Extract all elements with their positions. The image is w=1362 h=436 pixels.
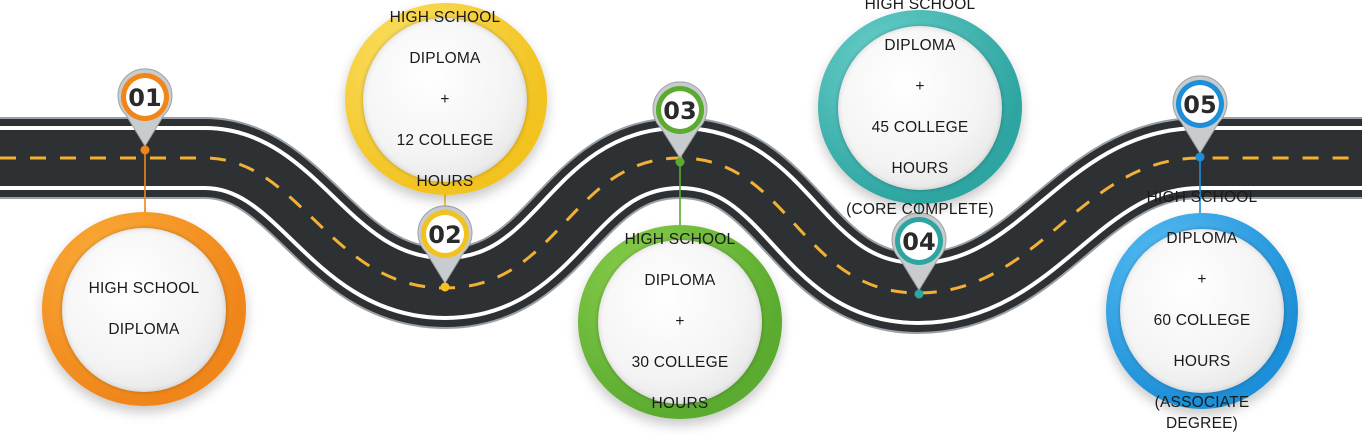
milestone-04-line-5: HOURS [891,160,949,178]
milestone-03-line-5: HOURS [651,394,709,412]
map-pins: 01 02 03 04 05 [117,68,1228,299]
road-dot-04 [914,289,924,299]
milestone-card-05: HIGH SCHOOL DIPLOMA + 60 COLLEGE HOURS (… [1120,189,1284,432]
map-pin-03: 03 [652,81,708,167]
milestone-circle-02: HIGH SCHOOL DIPLOMA + 12 COLLEGE HOURS [345,3,547,195]
milestone-text-05: HIGH SCHOOL DIPLOMA + 60 COLLEGE HOURS (… [1120,168,1284,436]
milestone-circle-03: HIGH SCHOOL DIPLOMA + 30 COLLEGE HOURS [578,225,782,419]
milestone-04-line-2: DIPLOMA [884,37,956,55]
pin-face [900,222,938,260]
milestone-circle-01: HIGH SCHOOL DIPLOMA [42,212,246,406]
milestone-02-line-3: + [440,90,450,108]
milestone-card-04: HIGH SCHOOL DIPLOMA + 45 COLLEGE HOURS (… [838,0,1002,218]
pin-face [661,91,699,129]
pin-face [126,78,164,116]
milestone-01-line-1: HIGH SCHOOL [88,280,200,298]
pin-number-04: 04 [902,228,935,256]
pin-number-02: 02 [428,221,461,249]
map-pin-04: 04 [891,212,947,299]
milestone-text-02: HIGH SCHOOL DIPLOMA + 12 COLLEGE HOURS [390,0,501,213]
road-dot-05 [1195,152,1205,162]
milestone-01-line-2: DIPLOMA [108,321,180,339]
road-dot-02 [440,282,450,292]
milestone-04-line-3: + [915,78,925,96]
milestone-text-04: HIGH SCHOOL DIPLOMA + 45 COLLEGE HOURS (… [846,0,994,241]
milestone-text-01: HIGH SCHOOL DIPLOMA [89,259,200,362]
milestone-card-01: HIGH SCHOOL DIPLOMA [62,228,226,392]
pin-number-01: 01 [128,84,161,112]
map-pin-01: 01 [117,68,173,155]
milestone-04-line-4: 45 COLLEGE [871,119,969,137]
milestone-text-03: HIGH SCHOOL DIPLOMA + 30 COLLEGE HOURS [625,209,736,435]
pin-number-05: 05 [1183,91,1216,119]
milestone-05-line-4: 60 COLLEGE [1153,312,1251,329]
map-pin-05: 05 [1172,75,1228,162]
milestone-03-line-3: + [675,312,685,330]
milestone-circle-04: HIGH SCHOOL DIPLOMA + 45 COLLEGE HOURS (… [818,0,1022,218]
milestone-05-line-3: + [1197,271,1207,288]
milestone-card-03: HIGH SCHOOL DIPLOMA + 30 COLLEGE HOURS [598,231,762,412]
pin-face [1181,85,1219,123]
milestone-04-line-1: HIGH SCHOOL [864,0,976,14]
milestone-05-line-2: DIPLOMA [1166,230,1238,247]
road-dot-03 [675,157,685,167]
milestone-02-line-4: 12 COLLEGE [396,131,494,149]
pin-number-03: 03 [663,97,696,125]
milestone-03-line-2: DIPLOMA [644,271,716,289]
milestone-03-line-4: 30 COLLEGE [631,353,729,371]
milestone-circle-05: HIGH SCHOOL DIPLOMA + 60 COLLEGE HOURS (… [1106,189,1298,432]
map-pin-02: 02 [417,205,473,292]
road-dot-01 [140,145,150,155]
milestone-02-line-5: HOURS [416,172,474,190]
milestone-04-line-6: (CORE COMPLETE) [846,201,994,219]
milestone-05-line-1: HIGH SCHOOL [1146,189,1258,206]
milestone-02-line-1: HIGH SCHOOL [389,8,501,26]
milestone-02-line-2: DIPLOMA [409,49,481,67]
milestone-05-line-6: (ASSOCIATE DEGREE) [1154,394,1250,432]
milestone-03-line-1: HIGH SCHOOL [624,230,736,248]
milestone-05-line-5: HOURS [1173,353,1231,370]
pin-face [426,215,464,253]
milestone-card-02: HIGH SCHOOL DIPLOMA + 12 COLLEGE HOURS [363,9,527,190]
